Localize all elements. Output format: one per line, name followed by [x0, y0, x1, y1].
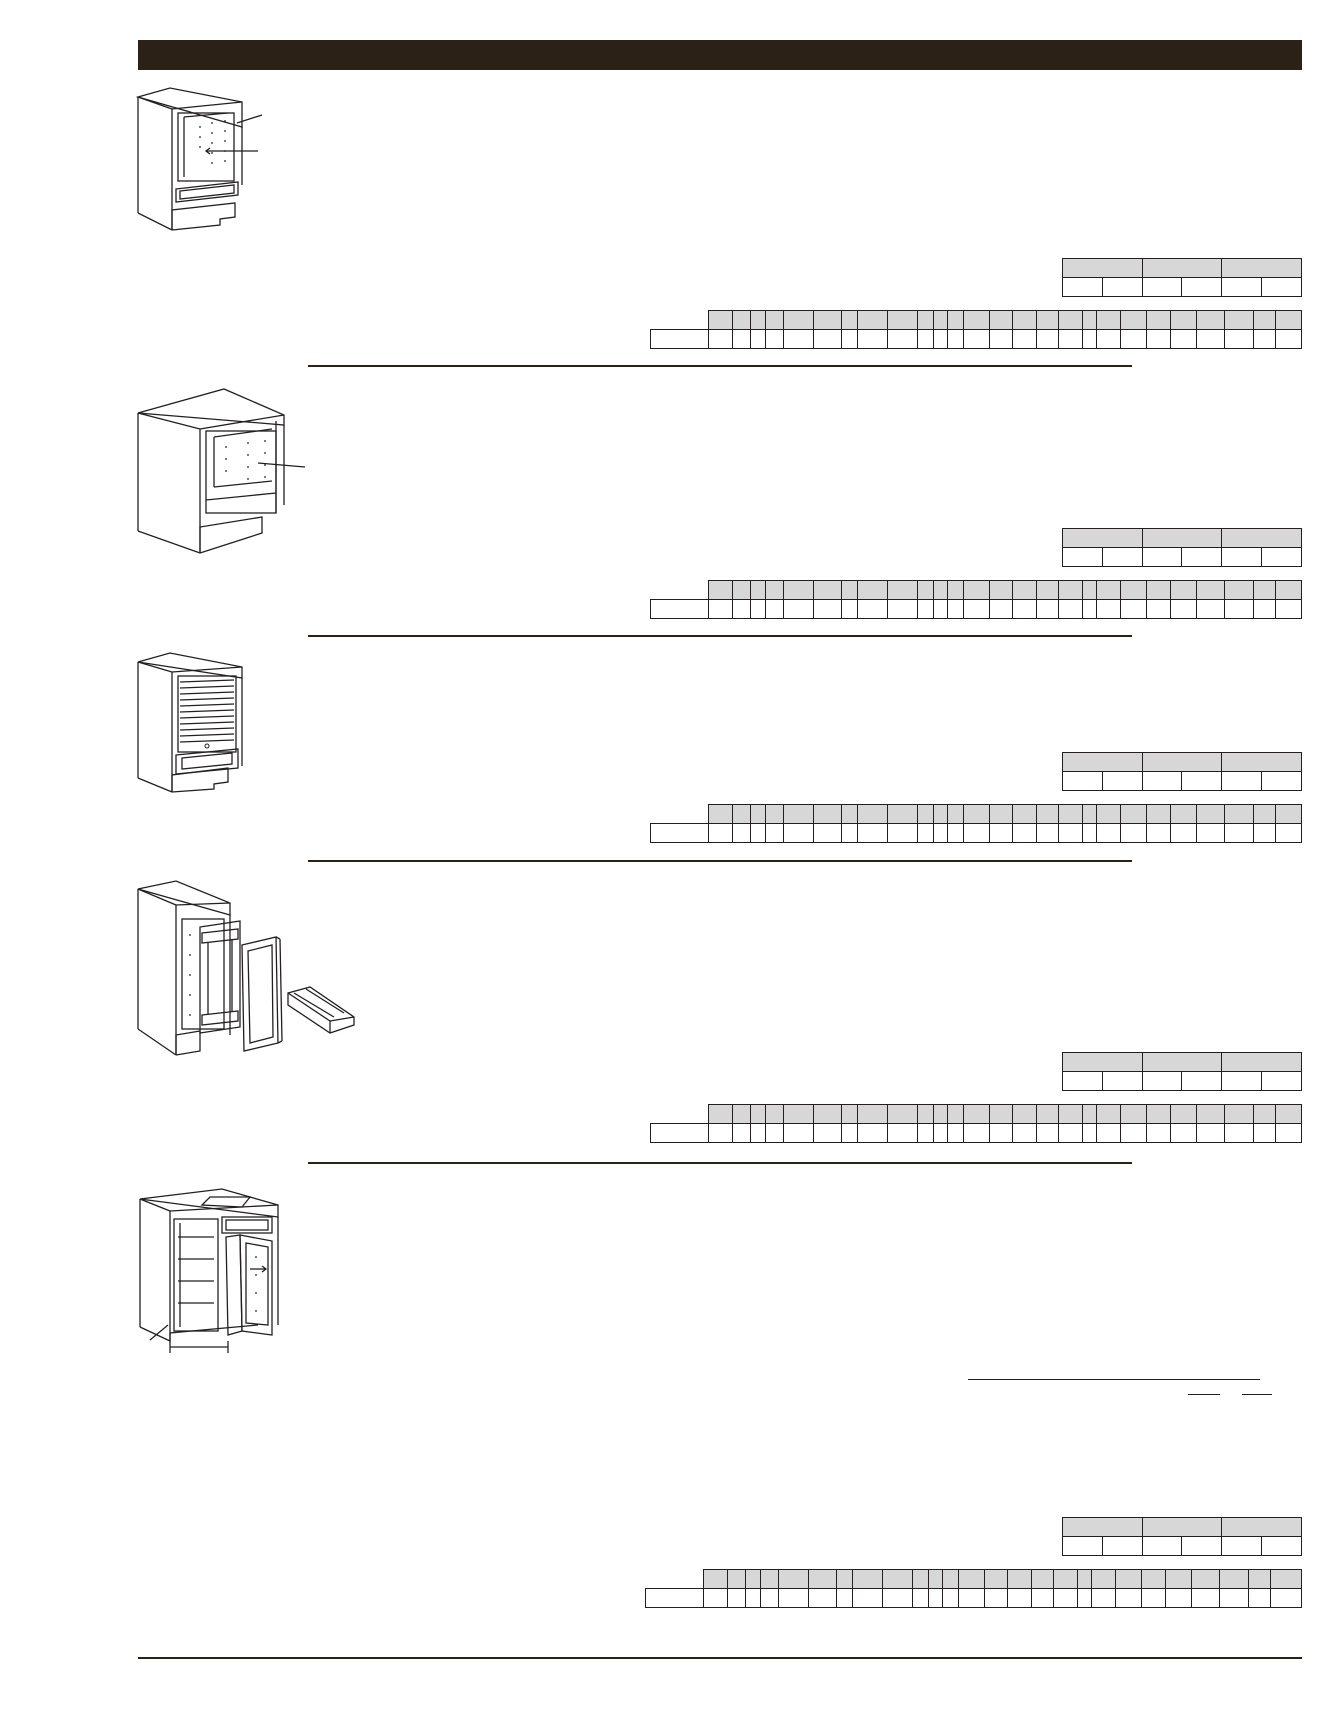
dimension-table-1: [1062, 258, 1302, 297]
dimension-table-5: [1062, 1517, 1302, 1556]
price-table-3: [649, 804, 1303, 843]
dimension-table-2: [1062, 528, 1302, 567]
section-divider-4: [308, 1162, 1132, 1164]
note-underline-long: [968, 1379, 1260, 1380]
section-divider-3: [308, 860, 1132, 862]
price-table-5: [644, 1569, 1303, 1608]
cabinet-illustration-blind-corner-base: [139, 1188, 279, 1353]
dimension-table-4: [1062, 1052, 1302, 1091]
cabinet-illustration-microwave-base: [137, 388, 306, 554]
price-table-4: [649, 1104, 1303, 1143]
note-underline-short-2: [1242, 1394, 1272, 1395]
cabinet-illustration-oven-base: [135, 87, 263, 231]
price-table-1: [649, 310, 1303, 349]
footer-rule: [138, 1657, 1302, 1659]
cabinet-illustration-pullout-base: [137, 880, 355, 1056]
header-bar: [138, 40, 1302, 70]
section-divider-1: [308, 365, 1132, 367]
section-divider-2: [308, 635, 1132, 637]
cabinet-illustration-tambour-base: [137, 652, 243, 793]
note-underline-short-1: [1188, 1394, 1220, 1395]
dimension-table-3: [1062, 752, 1302, 791]
price-table-2: [649, 580, 1303, 619]
